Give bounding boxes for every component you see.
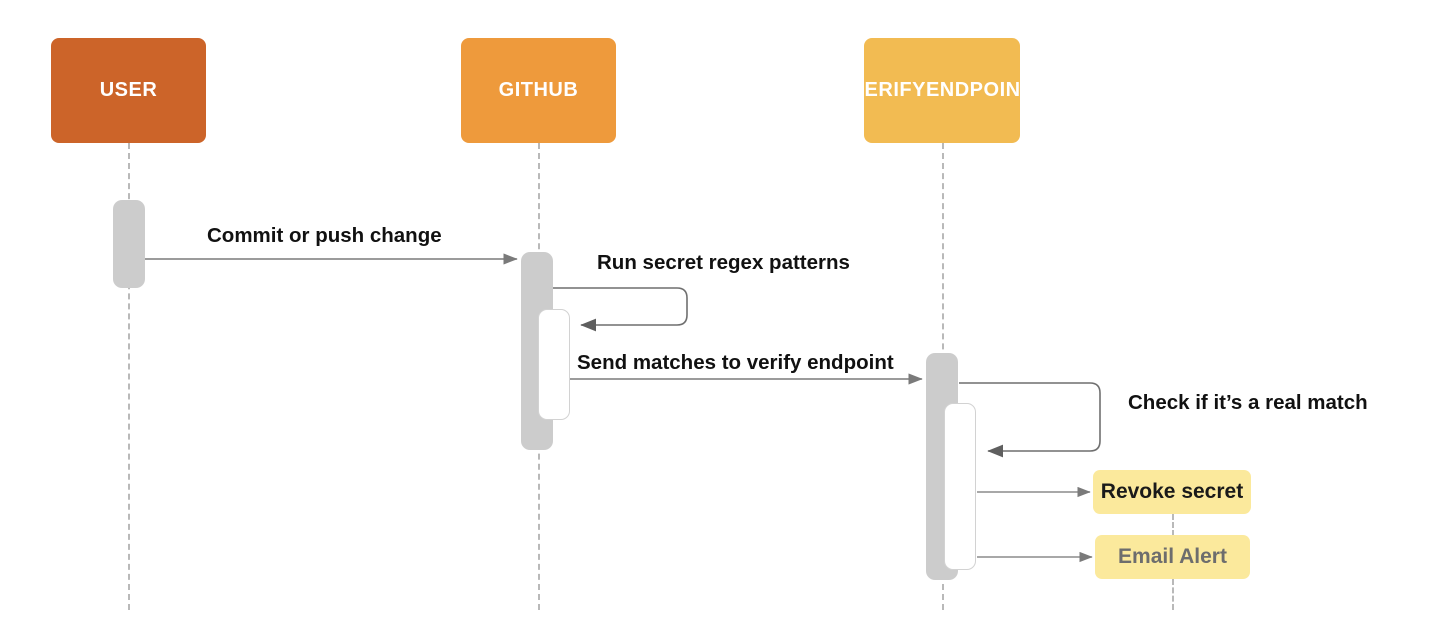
actor-verify-endpoint[interactable]: VERIFY ENDPOINT [851, 38, 1033, 143]
message-label-run-secret-regex-patterns: Run secret regex patterns [597, 251, 850, 274]
actor-user[interactable]: USER [51, 38, 206, 143]
message-label-check-if-its-a-real-match: Check if it’s a real match [1128, 391, 1368, 414]
actor-verify-endpoint-label-line1: VERIFY [850, 79, 926, 101]
actor-github-label: GITHUB [498, 79, 579, 101]
lifeline-email-note [1172, 579, 1174, 610]
message-label-send-matches-to-verify-endpoint: Send matches to verify endpoint [577, 351, 894, 374]
message-label-commit-or-push-change: Commit or push change [207, 224, 442, 247]
lifeline-user [128, 143, 130, 610]
self-loop-check-if-its-a-real-match [959, 382, 1101, 458]
self-loop-run-secret-regex-patterns [553, 287, 688, 332]
note-revoke-secret[interactable]: Revoke secret [1093, 470, 1251, 514]
note-revoke-secret-label: Revoke secret [1100, 480, 1244, 503]
actor-user-label: USER [99, 79, 158, 101]
lifeline-revoke-note [1172, 514, 1174, 536]
note-email-alert-label: Email Alert [1118, 545, 1227, 568]
activation-github-nested [538, 309, 570, 420]
actor-github[interactable]: GITHUB [461, 38, 616, 143]
activation-user [113, 200, 145, 288]
note-email-alert[interactable]: Email Alert [1095, 535, 1250, 579]
activation-verify-nested [944, 403, 976, 570]
actor-verify-endpoint-label-line2: ENDPOINT [925, 79, 1034, 101]
